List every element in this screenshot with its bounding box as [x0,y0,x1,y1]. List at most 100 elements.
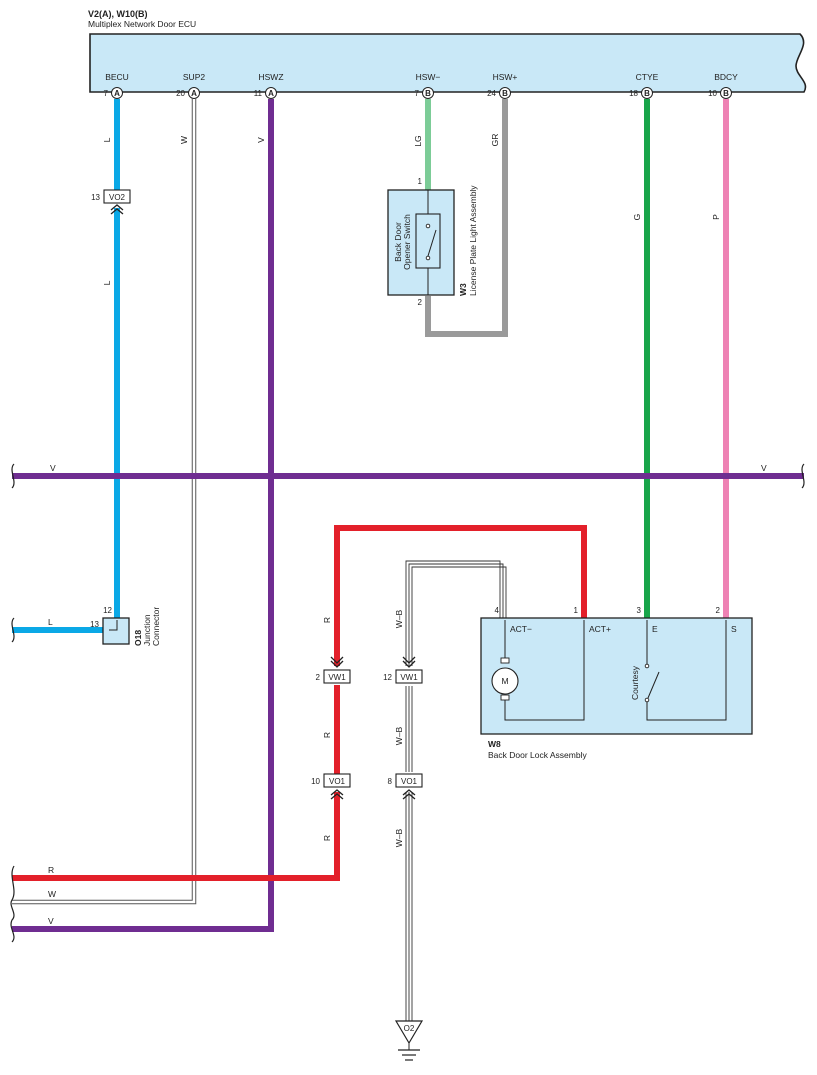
pin-name-sup2: SUP2 [183,72,205,82]
pin-name-becu: BECU [105,72,129,82]
break-marks [10,463,805,943]
connector-num: 10 [311,777,320,786]
wire-sup2-inner [12,99,196,904]
pin-name-hsw-plus: HSW+ [493,72,518,82]
ecu-pin-hsw-plus: B 24 [487,87,511,99]
w8-term-e: E [652,624,658,634]
connector-name: VW1 [400,673,418,682]
w8-pin-1: 1 [574,606,579,615]
pin-num: 7 [104,89,109,98]
label-bus-left: V [50,463,56,473]
connector-vo2: VO2 13 [91,189,131,215]
connector-name: VO1 [329,777,346,786]
label-wb-1: W–B [394,609,404,628]
pin-num: 18 [629,89,638,98]
pin-num: 7 [415,89,420,98]
connector-num: 13 [91,193,100,202]
connector-name: VO2 [109,193,126,202]
ground-label: O2 [404,1024,415,1033]
w8-pin-4: 4 [495,606,500,615]
pin-conn: B [502,89,508,98]
connector-num: 2 [316,673,321,682]
w8-term-s: S [731,624,737,634]
w8-term-act-plus: ACT+ [589,624,611,634]
ecu-box [89,33,807,93]
pin-name-hsw-minus: HSW− [416,72,441,82]
w8-id: W8 [488,739,501,749]
wire-hsw-plus [425,99,508,337]
connector-name: VW1 [328,673,346,682]
wire-hswz [12,99,274,932]
label-ctye: G [632,214,642,221]
w8-term-act-minus: ACT− [510,624,532,634]
wire-sup2 [12,99,197,905]
ecu-name: Multiplex Network Door ECU [88,19,196,29]
ecu-id: V2(A), W10(B) [88,9,148,19]
pin-num: 10 [708,89,717,98]
o18-name-2: Connector [151,607,161,646]
ecu-pin-sup2: A 20 [176,87,200,99]
connector-vw1-wb: VW1 12 [383,656,423,684]
label-bottom-r: R [48,865,54,875]
connector-num: 8 [388,777,393,786]
pin-num: 11 [254,89,263,98]
label-becu-2: L [102,280,112,285]
pin-conn: A [268,89,274,98]
ecu-pin-hsw-minus: B 7 [415,87,434,99]
connector-vo1-r: VO1 10 [311,773,351,800]
label-l-left: L [48,617,53,627]
pin-conn: B [723,89,729,98]
o18-pin-top: 12 [103,606,112,615]
pin-conn: B [425,89,431,98]
pin-name-hswz: HSWZ [258,72,283,82]
label-bdcy: P [711,214,721,220]
w3-assembly: 1 2 Back Door Opener Switch W3 License P… [387,177,478,307]
label-r-2: R [322,732,332,738]
ground-o2: O2 [394,1020,424,1061]
pin-num: 24 [487,89,496,98]
pin-num: 20 [176,89,185,98]
connector-num: 12 [383,673,392,682]
w3-pin-bottom: 2 [418,298,423,307]
w3-name: License Plate Light Assembly [468,185,478,296]
connector-vw1-r: VW1 2 [316,656,351,684]
w8-switch-label: Courtesy [630,665,640,700]
w8-assembly: M Courtesy 4 1 3 2 ACT− ACT+ E S W8 Back… [480,606,753,760]
label-bottom-w: W [48,889,56,899]
o18-name-1: Junction [142,614,152,646]
wire-w-b [405,560,507,1021]
switch-icon [647,671,660,699]
label-wb-3: W–B [394,828,404,847]
w8-name: Back Door Lock Assembly [488,750,587,760]
label-sup2: W [179,136,189,144]
pin-name-ctye: CTYE [636,72,659,82]
w8-motor: M [501,676,508,686]
ecu-pin-bdcy: B 10 [708,87,732,99]
label-wb-2: W–B [394,726,404,745]
w8-pin-3: 3 [637,606,642,615]
ecu-pin-becu: A 7 [104,87,123,99]
ecu-pin-hswz: A 11 [254,87,277,99]
connector-vo1-wb: VO1 8 [388,773,423,800]
label-bottom-v: V [48,916,54,926]
ecu-pin-ctye: B 18 [629,87,653,99]
o18-pin-left: 13 [90,620,99,629]
o18-id: O18 [133,630,143,646]
label-r-3: R [322,835,332,841]
w3-pin-top: 1 [418,177,423,186]
label-bus-right: V [761,463,767,473]
pin-name-bdcy: BDCY [714,72,738,82]
o18-junction: 12 13 O18 Junction Connector [90,606,161,646]
label-hswz: V [256,137,266,143]
pin-conn: A [114,89,120,98]
label-hsw-minus: LG [413,135,423,146]
wire-r-lower [12,792,340,881]
label-becu-1: L [102,137,112,142]
w3-switch-label-2: Opener Switch [402,214,412,270]
connector-name: VO1 [401,777,418,786]
w3-switch-label-1: Back Door [393,222,403,262]
label-hsw-plus: GR [490,134,500,147]
label-r-1: R [322,617,332,623]
wire-r-upper [334,525,587,666]
